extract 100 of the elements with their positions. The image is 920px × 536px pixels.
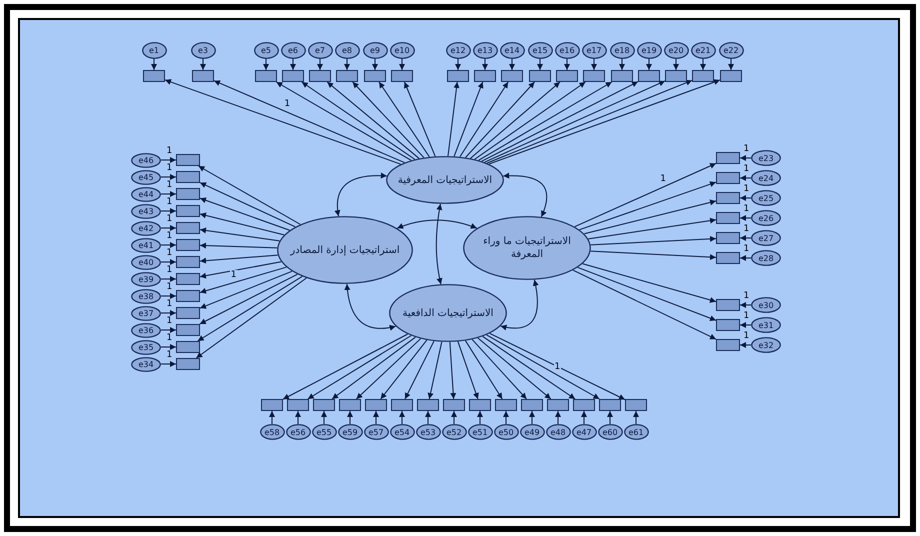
arrow bbox=[332, 336, 416, 400]
error-term-ellipse: e46 bbox=[131, 152, 161, 168]
arrow bbox=[200, 254, 278, 264]
arrow bbox=[481, 81, 638, 162]
arrow bbox=[200, 212, 285, 236]
error-term-ellipse: e43 bbox=[131, 204, 161, 218]
indicator-box bbox=[176, 154, 200, 166]
indicator-box bbox=[192, 70, 214, 82]
indicator-box bbox=[447, 70, 469, 82]
error-term-ellipse: e34 bbox=[131, 356, 161, 372]
arrow bbox=[572, 270, 716, 340]
error-term-ellipse: e25 bbox=[751, 190, 781, 206]
error-term-ellipse: e48 bbox=[546, 424, 570, 440]
arrow bbox=[740, 175, 752, 181]
error-term-ellipse: e42 bbox=[131, 220, 161, 236]
error-term-ellipse: e30 bbox=[751, 297, 781, 313]
arrow bbox=[484, 80, 666, 163]
error-term-ellipse: e50 bbox=[494, 424, 518, 440]
arrow bbox=[673, 58, 679, 70]
indicator-box bbox=[692, 70, 714, 82]
error-term-ellipse: e8 bbox=[334, 42, 360, 58]
error-term-ellipse: e45 bbox=[131, 170, 161, 184]
error-term-ellipse: e26 bbox=[751, 210, 781, 226]
arrow bbox=[290, 58, 296, 70]
error-term-ellipse: e58 bbox=[260, 424, 284, 440]
arrow bbox=[584, 200, 716, 234]
indicator-box bbox=[716, 232, 740, 244]
arrow bbox=[633, 410, 639, 424]
indicator-box bbox=[716, 152, 740, 164]
error-term-ellipse: e57 bbox=[364, 424, 388, 440]
arrow bbox=[160, 225, 176, 231]
indicator-box bbox=[501, 70, 523, 82]
error-term-ellipse: e1 bbox=[142, 42, 166, 58]
arrow bbox=[399, 58, 405, 70]
error-term-ellipse: e17 bbox=[582, 42, 606, 58]
arrow bbox=[160, 174, 176, 180]
arrow bbox=[579, 181, 716, 230]
error-term-ellipse: e60 bbox=[598, 424, 622, 440]
error-term-ellipse: e36 bbox=[131, 322, 161, 338]
arrow bbox=[317, 58, 323, 70]
arrow bbox=[282, 334, 408, 400]
arrow bbox=[160, 310, 176, 316]
arrow bbox=[352, 82, 424, 158]
indicator-box bbox=[665, 70, 687, 82]
indicator-box bbox=[599, 399, 621, 411]
error-term-ellipse: e44 bbox=[131, 186, 161, 202]
indicator-box bbox=[474, 70, 496, 82]
indicator-box bbox=[443, 399, 465, 411]
arrow bbox=[581, 410, 587, 424]
arrow bbox=[164, 79, 402, 165]
arrow bbox=[356, 338, 422, 400]
latent-variable-ellipse: الاستراتيجيات ما وراء المعرفة bbox=[463, 216, 591, 280]
error-term-ellipse: e61 bbox=[624, 424, 648, 440]
error-term-ellipse: e37 bbox=[131, 306, 161, 320]
error-term-ellipse: e28 bbox=[751, 250, 781, 266]
arrow bbox=[160, 242, 176, 248]
error-term-ellipse: e16 bbox=[554, 42, 580, 58]
arrow bbox=[459, 82, 509, 158]
arrow bbox=[740, 255, 752, 261]
error-term-ellipse: e3 bbox=[190, 42, 216, 58]
arrow bbox=[200, 270, 292, 309]
indicator-box bbox=[573, 399, 595, 411]
arrow bbox=[200, 197, 290, 231]
arrow bbox=[347, 410, 353, 424]
arrow bbox=[455, 58, 461, 70]
error-term-ellipse: e35 bbox=[131, 340, 161, 354]
arrow bbox=[472, 338, 528, 400]
error-term-ellipse: e20 bbox=[664, 42, 688, 58]
indicator-box bbox=[176, 358, 200, 370]
arrow bbox=[200, 242, 278, 249]
arrow bbox=[590, 250, 716, 260]
indicator-box bbox=[716, 252, 740, 264]
error-term-ellipse: e18 bbox=[610, 42, 634, 58]
arrow bbox=[160, 191, 176, 197]
indicator-box bbox=[176, 188, 200, 200]
indicator-box bbox=[625, 399, 647, 411]
indicator-box bbox=[364, 70, 386, 82]
indicator-box bbox=[391, 399, 413, 411]
covariance-arrow bbox=[500, 279, 539, 330]
indicator-box bbox=[556, 70, 578, 82]
arrow bbox=[482, 58, 488, 70]
arrow bbox=[740, 155, 752, 161]
error-term-ellipse: e51 bbox=[468, 424, 492, 440]
arrow bbox=[486, 334, 600, 400]
arrow bbox=[399, 410, 405, 424]
arrow bbox=[160, 157, 176, 163]
indicator-box bbox=[282, 70, 304, 82]
error-term-ellipse: e32 bbox=[751, 337, 781, 353]
arrow bbox=[477, 338, 552, 400]
arrow bbox=[373, 410, 379, 424]
arrow bbox=[477, 410, 483, 424]
error-term-ellipse: e59 bbox=[338, 424, 362, 440]
edge-label: 1 bbox=[283, 98, 292, 109]
arrow bbox=[160, 327, 176, 333]
latent-variable-ellipse: الاستراتيجيات الدافعية bbox=[389, 284, 507, 342]
latent-variable-ellipse: الاستراتيجيات المعرفية bbox=[386, 156, 504, 204]
error-term-ellipse: e5 bbox=[254, 42, 278, 58]
arrow bbox=[151, 58, 157, 70]
arrow bbox=[728, 58, 734, 70]
arrow bbox=[344, 58, 350, 70]
